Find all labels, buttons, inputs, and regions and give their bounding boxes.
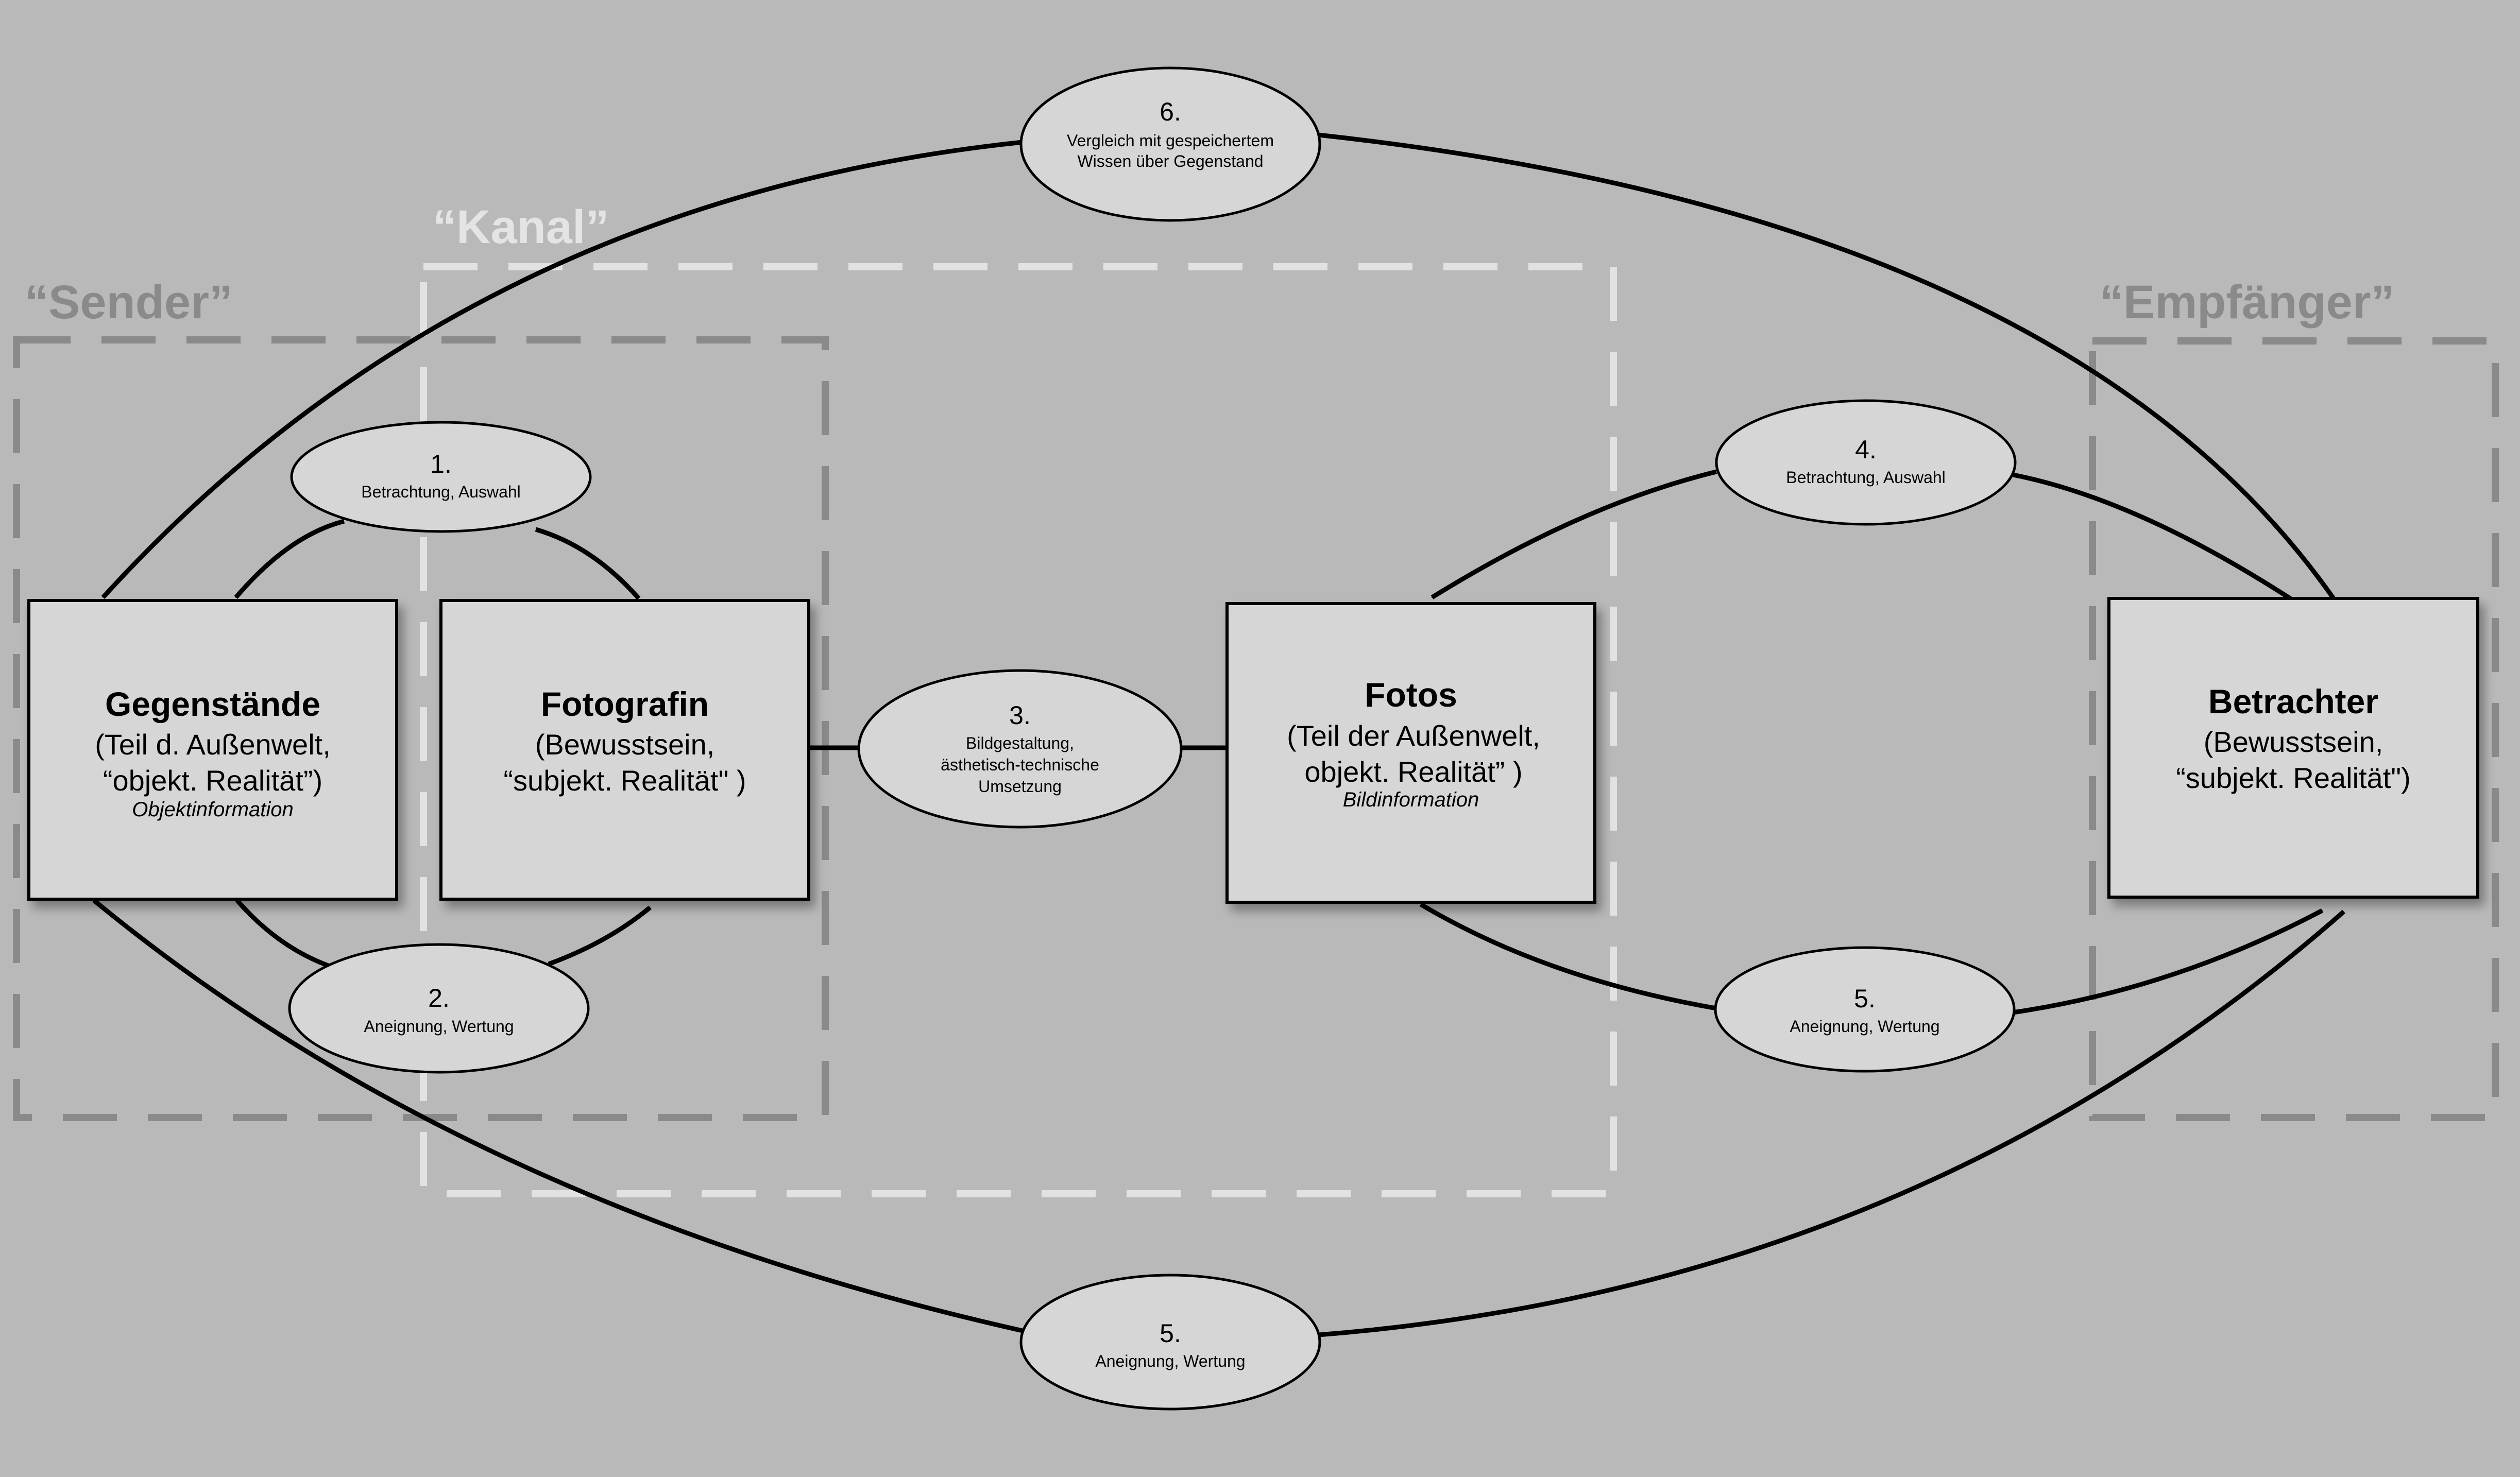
step-6: 6. Vergleich mit gespeichertem Wissen üb…: [1019, 66, 1321, 222]
gegenstaende-title: Gegenstände: [105, 685, 320, 723]
edge-5a-right: [2013, 908, 2324, 1015]
edge-5b-left: [92, 898, 1023, 1333]
edge-6-right: [1318, 132, 2336, 600]
fotos-line1: (Teil der Außenwelt,: [1287, 719, 1540, 752]
empfaenger-label: “Empfänger”: [2100, 276, 2395, 329]
gegenstaende-italic: Objektinformation: [132, 798, 293, 821]
fotos-line2: objekt. Realität” ): [1304, 755, 1522, 788]
sender-label: “Sender”: [25, 276, 233, 329]
step-5b: 5. Aneignung, Wertung: [1019, 1274, 1321, 1411]
edge-5b-right: [1318, 909, 2345, 1337]
step-5b-number: 5.: [1160, 1319, 1181, 1348]
step-2-number: 2.: [428, 984, 450, 1012]
fotografin-line1: (Bewusstsein,: [535, 728, 715, 761]
edge-1-right: [535, 527, 641, 600]
edge-2-right: [548, 905, 652, 967]
step-5a-number: 5.: [1854, 984, 1876, 1013]
box-gegenstaende: Gegenstände (Teil d. Außenwelt, “objekt.…: [27, 599, 398, 901]
betrachter-line2: “subjekt. Realität"): [2176, 762, 2411, 794]
step-6-text-line2: Wissen über Gegenstand: [1077, 152, 1263, 170]
edge-5a-left: [1419, 902, 1717, 1011]
step-2: 2. Aneignung, Wertung: [288, 943, 590, 1074]
box-betrachter: Betrachter (Bewusstsein, “subjekt. Reali…: [2107, 597, 2479, 899]
fotos-title: Fotos: [1365, 676, 1457, 714]
step-3-text-line1: Bildgestaltung,: [966, 734, 1074, 752]
step-2-text: Aneignung, Wertung: [364, 1017, 514, 1036]
step-6-number: 6.: [1160, 97, 1181, 126]
step-6-text-line1: Vergleich mit gespeichertem: [1067, 131, 1274, 150]
step-3-number: 3.: [1009, 701, 1031, 730]
step-4-text: Betrachtung, Auswahl: [1786, 468, 1946, 487]
fotografin-title: Fotografin: [541, 685, 709, 723]
edge-4-left: [1431, 469, 1717, 599]
betrachter-line1: (Bewusstsein,: [2204, 726, 2383, 758]
betrachter-title: Betrachter: [2208, 682, 2378, 720]
gegenstaende-line1: (Teil d. Außenwelt,: [95, 728, 331, 761]
step-5b-text: Aneignung, Wertung: [1095, 1352, 1245, 1370]
fotografin-line2: “subjekt. Realität" ): [503, 764, 746, 797]
step-1-number: 1.: [430, 450, 452, 478]
step-4-number: 4.: [1855, 435, 1877, 464]
edge-1-left: [234, 519, 345, 599]
edge-2-left: [235, 899, 331, 969]
step-1: 1. Betrachtung, Auswahl: [290, 421, 592, 533]
kanal-label: “Kanal”: [433, 201, 609, 253]
edge-6-left: [101, 140, 1023, 599]
step-3-text-line3: Umsetzung: [978, 777, 1062, 796]
fotos-italic: Bildinformation: [1343, 788, 1479, 811]
step-5a: 5. Aneignung, Wertung: [1714, 946, 2016, 1073]
step-5a-text: Aneignung, Wertung: [1790, 1017, 1939, 1036]
step-3: 3. Bildgestaltung, ästhetisch-technische…: [857, 669, 1183, 829]
step-3-text-line2: ästhetisch-technische: [941, 755, 1099, 774]
empfaenger-region: [2089, 337, 2499, 1121]
box-fotos: Fotos (Teil der Außenwelt, objekt. Reali…: [1225, 602, 1596, 904]
kanal-region: [420, 263, 1617, 1197]
step-1-text: Betrachtung, Auswahl: [361, 483, 521, 501]
edge-4-right: [2013, 472, 2295, 603]
gegenstaende-line2: “objekt. Realität”): [103, 764, 322, 797]
box-fotografin: Fotografin (Bewusstsein, “subjekt. Reali…: [439, 599, 810, 901]
step-4: 4. Betrachtung, Auswahl: [1715, 399, 2017, 526]
